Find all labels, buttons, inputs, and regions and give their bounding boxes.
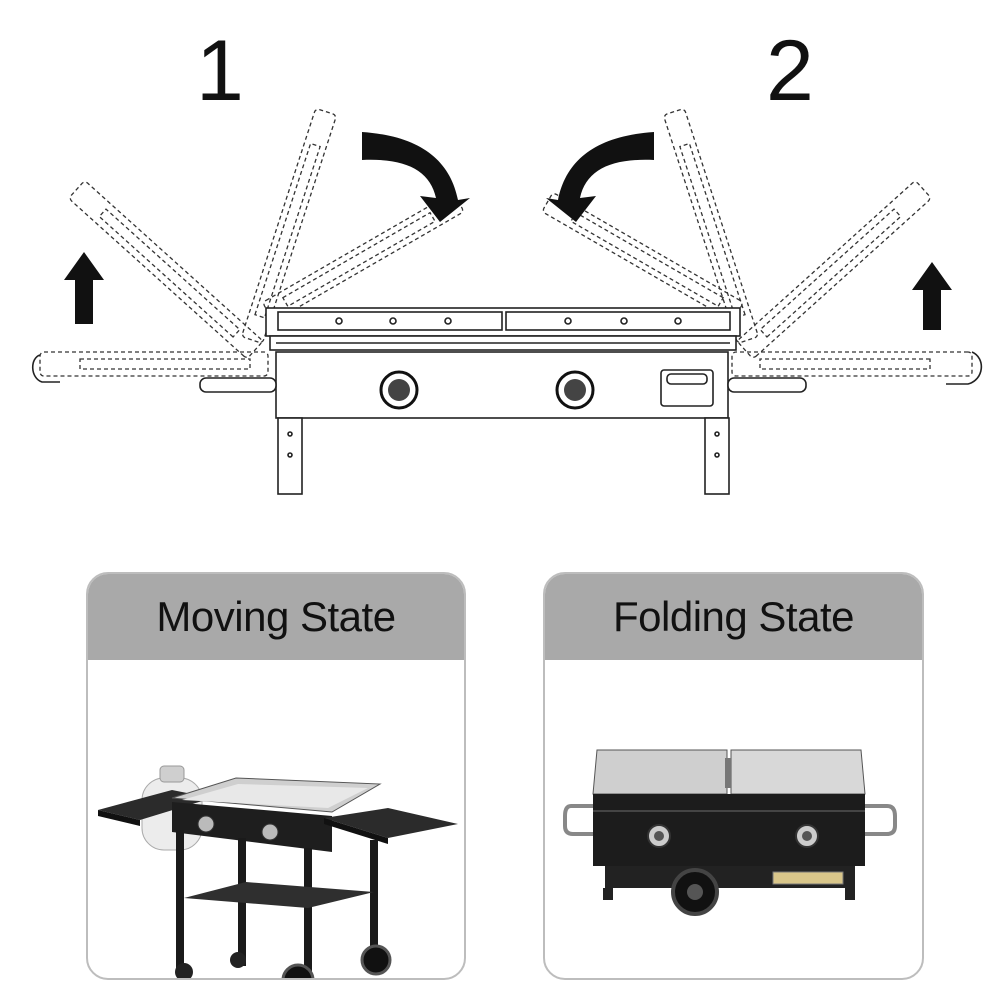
griddle-body <box>199 307 807 495</box>
moving-state-label: Moving State <box>156 593 396 640</box>
moving-state-card: Moving State <box>86 572 466 980</box>
griddle-folded-image <box>563 749 897 916</box>
folding-state-label: Folding State <box>613 593 855 640</box>
griddle-line-drawing: .ln { fill:none; stroke:#222; stroke-wid… <box>31 108 983 495</box>
curved-arrow-icon <box>362 132 470 222</box>
folding-instruction-diagram: .ln { fill:none; stroke:#222; stroke-wid… <box>31 23 983 495</box>
up-arrow-icon <box>912 262 952 330</box>
griddle-cart-image <box>98 765 458 978</box>
folding-state-card: Folding State <box>543 572 924 980</box>
curved-arrow-icon <box>546 132 654 222</box>
step-number-1: 1 <box>196 23 244 119</box>
moving-state-header: Moving State <box>88 574 464 660</box>
step-number-2: 2 <box>766 23 814 119</box>
up-arrow-icon <box>64 252 104 324</box>
folding-state-header: Folding State <box>545 574 922 660</box>
